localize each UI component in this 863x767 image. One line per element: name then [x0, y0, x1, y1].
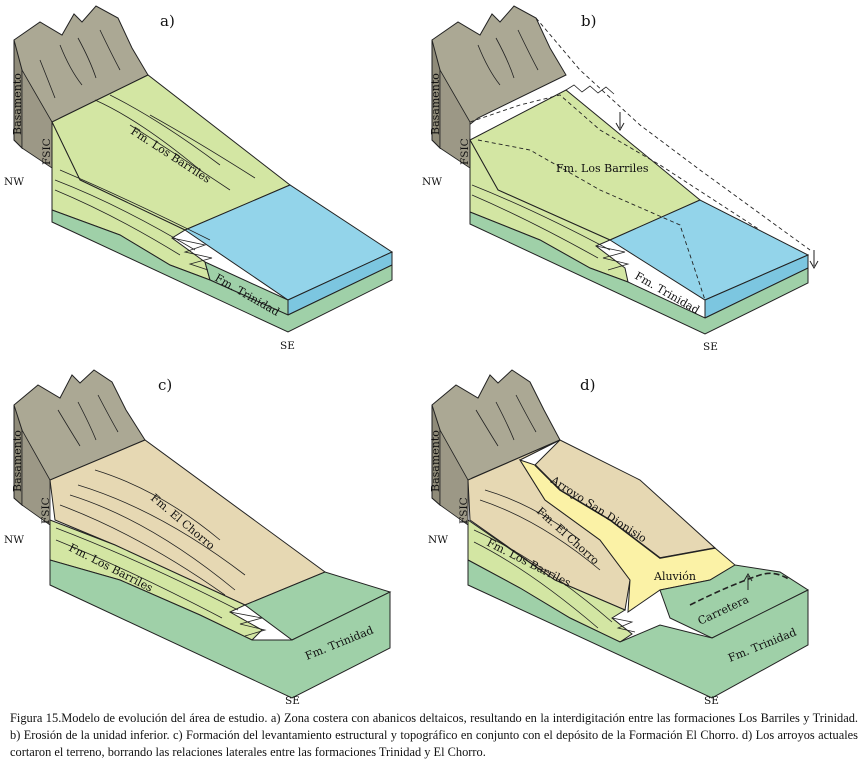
panel-d-trinidad-surface — [659, 564, 810, 639]
panel-d: d) Basamento FSIC NW SE Arroyo San Dioni… — [428, 369, 810, 705]
panel-a-basement-label: Basamento — [11, 73, 24, 135]
panel-a-trinidad-base — [51, 209, 393, 333]
panel-c-basement-label: Basamento — [11, 430, 24, 492]
panel-d-aluvion-label: Aluvión — [653, 570, 696, 583]
panel-d-nw-label: NW — [428, 534, 448, 546]
panel-b-basement-label: Basamento — [429, 73, 442, 135]
panel-a-fault-label: FSIC — [41, 138, 53, 165]
panel-c-letter: c) — [158, 376, 172, 394]
panel-b-nw-label: NW — [422, 176, 442, 188]
panel-b-los-barriles-label: Fm. Los Barriles — [556, 162, 649, 175]
panel-b-arrow-2 — [809, 250, 819, 270]
panel-d-trinidad-front — [467, 559, 809, 699]
panel-b-trinidad-base — [469, 211, 809, 335]
panel-b-se-label: SE — [703, 341, 718, 353]
panel-b-fault-label: FSIC — [459, 138, 471, 165]
panel-c-nw-label: NW — [4, 534, 24, 546]
figure-caption: Figura 15.Modelo de evolución del área d… — [10, 711, 858, 759]
panel-d-letter: d) — [580, 376, 595, 394]
panel-b: b) Basamento FSIC NW SE Fm. Los Barriles… — [422, 5, 819, 353]
panel-c-se-label: SE — [285, 695, 300, 705]
panel-d-road-arrow — [743, 572, 753, 590]
evolution-model-figure: a) Basamento FSIC NW SE Fm. Los Barriles… — [4, 5, 819, 705]
panel-b-arrow-1 — [615, 112, 625, 132]
panel-c: c) Basamento FSIC NW SE Fm. El Chorro Fm… — [4, 369, 392, 705]
panel-b-letter: b) — [581, 12, 596, 30]
panel-c-trinidad-front — [49, 559, 391, 699]
panel-c-fault-label: FSIC — [40, 497, 52, 524]
panel-a: a) Basamento FSIC NW SE Fm. Los Barriles… — [4, 5, 394, 352]
panel-a-letter: a) — [160, 12, 175, 30]
panel-d-se-label: SE — [704, 695, 719, 705]
panel-d-basement-label: Basamento — [429, 430, 442, 492]
panel-a-nw-label: NW — [4, 176, 24, 188]
panel-a-se-label: SE — [280, 340, 295, 352]
panel-d-fault-label: FSIC — [458, 497, 470, 524]
